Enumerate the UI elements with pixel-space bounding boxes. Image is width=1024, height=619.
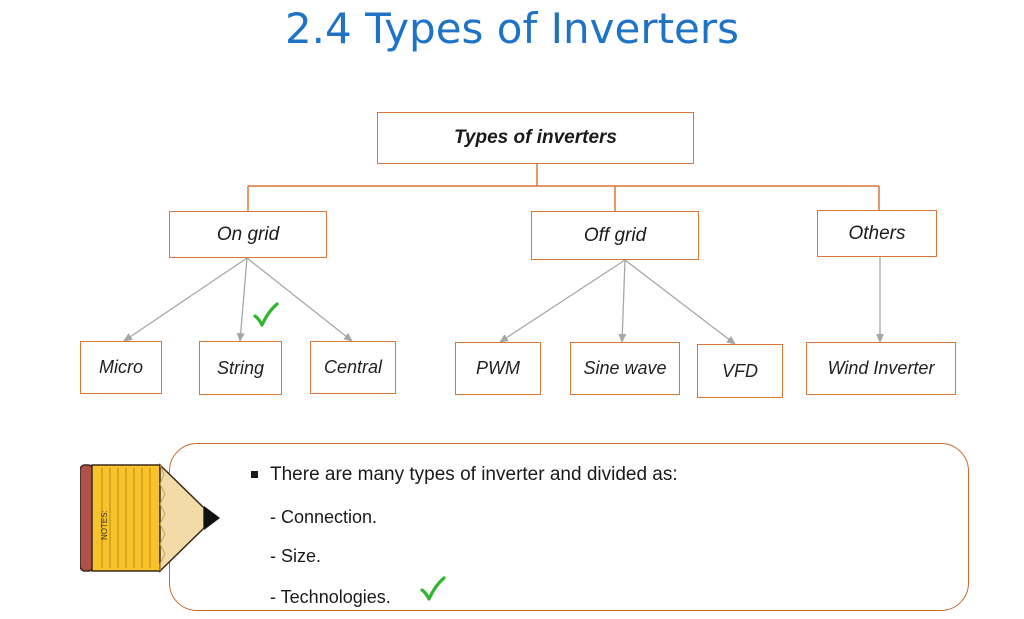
root-node: Types of inverters <box>377 112 694 164</box>
notes-item-connection: - Connection. <box>270 507 378 527</box>
leaf-string: String <box>199 341 282 395</box>
notes-bullet-text: There are many types of inverter and div… <box>270 464 678 485</box>
notes-panel <box>169 443 969 611</box>
check-mark-icon <box>420 576 446 601</box>
leaf-central: Central <box>310 341 396 394</box>
leaf-sine-wave: Sine wave <box>570 342 680 395</box>
leaf-arrows <box>123 257 884 345</box>
pencil-label: NOTES: <box>100 510 109 540</box>
leaf-wind-inverter: Wind Inverter <box>806 342 956 395</box>
check-mark-icon <box>253 302 279 327</box>
category-off-grid: Off grid <box>531 211 699 260</box>
bullet-marker <box>251 471 258 478</box>
notes-item-technologies: - Technologies. <box>270 587 391 607</box>
leaf-micro: Micro <box>80 341 162 394</box>
category-on-grid: On grid <box>169 211 327 258</box>
leaf-vfd: VFD <box>697 344 783 398</box>
notes-item-size: - Size. <box>270 546 322 566</box>
tree-connectors <box>247 164 880 211</box>
leaf-pwm: PWM <box>455 342 541 395</box>
category-others: Others <box>817 210 937 257</box>
page-title: 2.4 Types of Inverters <box>284 4 740 53</box>
notes-pencil-icon: NOTES: <box>80 463 220 573</box>
